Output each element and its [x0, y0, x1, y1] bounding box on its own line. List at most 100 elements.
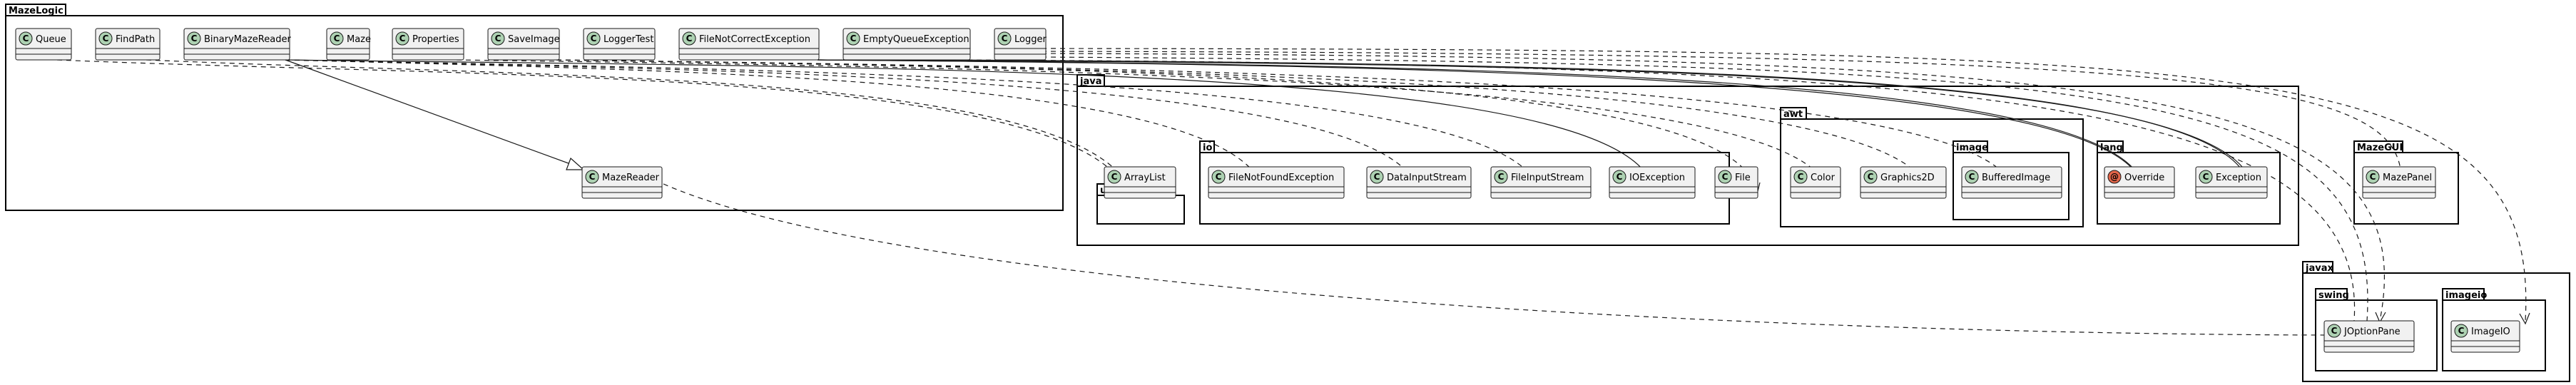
- class-box: [583, 28, 656, 61]
- package-label-mazelogic: MazeLogic: [9, 6, 63, 16]
- class-box: [2450, 320, 2520, 353]
- edge-saveimage-uses-joptionpane: [1041, 56, 2368, 322]
- class-override[interactable]: @ Override: [2104, 166, 2175, 199]
- class-box: [1860, 166, 1947, 199]
- class-stereotype-icon: [1211, 170, 1226, 184]
- class-box: [487, 28, 560, 61]
- package-label-lang: lang: [2100, 143, 2123, 153]
- class-box: [2362, 166, 2436, 199]
- stereotype-letter: C: [399, 34, 406, 43]
- class-joptionpane[interactable]: C JOptionPane: [2323, 320, 2415, 353]
- class-stereotype-icon: [997, 31, 1012, 46]
- class-name-logger: Logger: [1014, 34, 1047, 45]
- class-stereotype-icon: [1863, 170, 1878, 184]
- edge-saveimage-uses-graphics2d: [556, 59, 1928, 193]
- class-box: [1208, 166, 1345, 199]
- stereotype-letter: C: [1216, 172, 1222, 182]
- edge-queue-uses-arraylist: [56, 59, 1129, 193]
- class-maze[interactable]: C Maze: [326, 28, 371, 61]
- class-box: [1490, 166, 1592, 199]
- class-properties[interactable]: C Properties: [392, 28, 464, 61]
- class-name-filenotfoundexception: FileNotFoundException: [1228, 173, 1334, 183]
- class-box: [392, 28, 464, 61]
- class-stereotype-icon: [19, 31, 33, 46]
- class-name-maze: Maze: [347, 34, 371, 45]
- class-name-saveimage: SaveImage: [508, 34, 560, 45]
- edge-logger-uses-joptionpane: [1041, 53, 2385, 322]
- class-stereotype-icon: [2327, 324, 2341, 338]
- class-name-binarymazereader: BinaryMazeReader: [204, 34, 291, 45]
- class-name-properties: Properties: [412, 34, 459, 45]
- edge-binarymazereader-uses-fileinputstream: [285, 59, 1540, 193]
- class-name-color: Color: [1811, 173, 1836, 183]
- class-name-fileinputstream: FileInputStream: [1511, 173, 1584, 183]
- stereotype-letter: C: [1969, 172, 1975, 182]
- class-name-override: Override: [2124, 173, 2164, 183]
- edge-findpath-uses-arraylist: [146, 59, 1134, 195]
- class-name-filenotcorrectexception: FileNotCorrectException: [699, 34, 810, 45]
- relationship-edges: [56, 48, 2530, 340]
- class-box: [1104, 166, 1176, 199]
- stereotype-letter: C: [2331, 326, 2338, 336]
- class-stereotype-icon: [1494, 170, 1508, 184]
- edge-binarymazereader-uses-ioexception: [285, 59, 1654, 193]
- class-file[interactable]: C File: [1714, 166, 1758, 199]
- class-filenotfoundexception[interactable]: C FileNotFoundException: [1208, 166, 1345, 199]
- stereotype-letter: C: [1722, 172, 1729, 182]
- stereotype-letter: C: [191, 34, 198, 43]
- stereotype-letter: C: [2458, 326, 2465, 336]
- class-stereotype-icon: [395, 31, 409, 46]
- class-name-exception: Exception: [2216, 173, 2261, 183]
- stereotype-letter: C: [1374, 172, 1380, 182]
- edge-arrowhead-open: [2519, 312, 2530, 325]
- class-imageio[interactable]: C ImageIO: [2450, 320, 2520, 353]
- package-label-mazegui: MazeGUI: [2357, 143, 2403, 153]
- class-stereotype-icon: [1793, 170, 1808, 184]
- class-box: [678, 28, 820, 61]
- class-box: [183, 28, 290, 61]
- edge-binarymazereader-extends-mazereader: [285, 59, 583, 169]
- class-name-joptionpane: JOptionPane: [2343, 327, 2401, 337]
- class-stereotype-icon: [682, 31, 696, 46]
- stereotype-letter: C: [2370, 172, 2376, 182]
- stereotype-letter: C: [334, 34, 340, 43]
- class-stereotype-icon: [1612, 170, 1626, 184]
- package-label-swing: swing: [2318, 290, 2349, 301]
- package-label-image: image: [1956, 143, 1988, 153]
- class-name-file: File: [1735, 173, 1751, 183]
- class-box: [2323, 320, 2415, 353]
- class-binarymazereader[interactable]: C BinaryMazeReader: [183, 28, 291, 61]
- package-label-awt: awt: [1783, 109, 1803, 120]
- edge-emptyqueueexception-uses-override: [817, 59, 2144, 192]
- class-stereotype-icon: [2366, 170, 2380, 184]
- class-stereotype-icon: [1965, 170, 1979, 184]
- class-box: [1961, 166, 2062, 199]
- stereotype-letter: C: [1868, 172, 1874, 182]
- stereotype-letter: @: [2110, 172, 2119, 182]
- class-name-imageio: ImageIO: [2471, 327, 2510, 337]
- class-name-findpath: FindPath: [116, 34, 155, 45]
- edge-binarymazereader-uses-joptionpane: [948, 59, 2356, 322]
- edge-binarymazereader-uses-filenotfoundexception: [285, 59, 1265, 193]
- edge-properties-uses-color: [456, 59, 1828, 193]
- edge-saveimage-uses-bufferedimage: [556, 59, 2014, 193]
- edge-mazereader-uses-joptionpane: [663, 183, 2345, 336]
